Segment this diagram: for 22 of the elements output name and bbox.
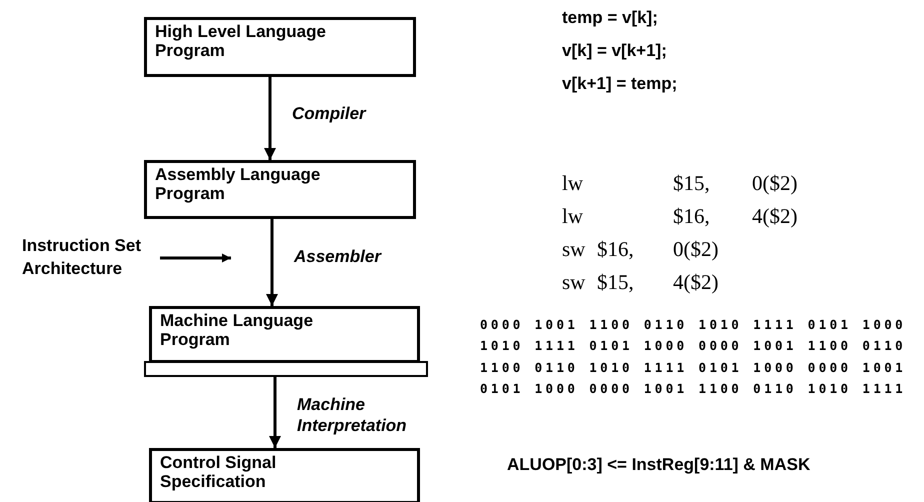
code-line: temp = v[k]; — [562, 8, 658, 28]
arrow — [160, 254, 231, 262]
process-box: High Level Language Program — [144, 17, 416, 77]
arrow — [264, 77, 276, 160]
binary-code-line: 0101 1000 0000 1001 1100 0110 1010 1111 — [480, 381, 906, 396]
process-box: Control Signal Specification — [149, 448, 420, 502]
platform-bar — [144, 361, 428, 377]
binary-code-line: 0000 1001 1100 0110 1010 1111 0101 1000 — [480, 317, 906, 332]
assembly-instruction: sw $16, 0($2) — [562, 237, 718, 262]
process-box: Assembly Language Program — [144, 160, 416, 219]
register-transfer-statement: ALUOP[0:3] <= InstReg[9:11] & MASK — [507, 455, 810, 475]
binary-code-line: 1010 1111 0101 1000 0000 1001 1100 0110 — [480, 338, 906, 353]
annotation-text: Instruction Set Architecture — [22, 234, 162, 282]
code-line: v[k+1] = temp; — [562, 74, 678, 94]
arrow — [266, 219, 278, 306]
assembly-instruction: lw $15, 0($2) — [562, 171, 798, 196]
process-box: Machine Language Program — [149, 306, 420, 363]
arrow — [269, 377, 281, 448]
assembly-instruction: sw $15, 4($2) — [562, 270, 718, 295]
code-line: v[k] = v[k+1]; — [562, 41, 667, 61]
binary-code-line: 1100 0110 1010 1111 0101 1000 0000 1001 — [480, 360, 906, 375]
assembly-instruction: lw $16, 4($2) — [562, 204, 798, 229]
